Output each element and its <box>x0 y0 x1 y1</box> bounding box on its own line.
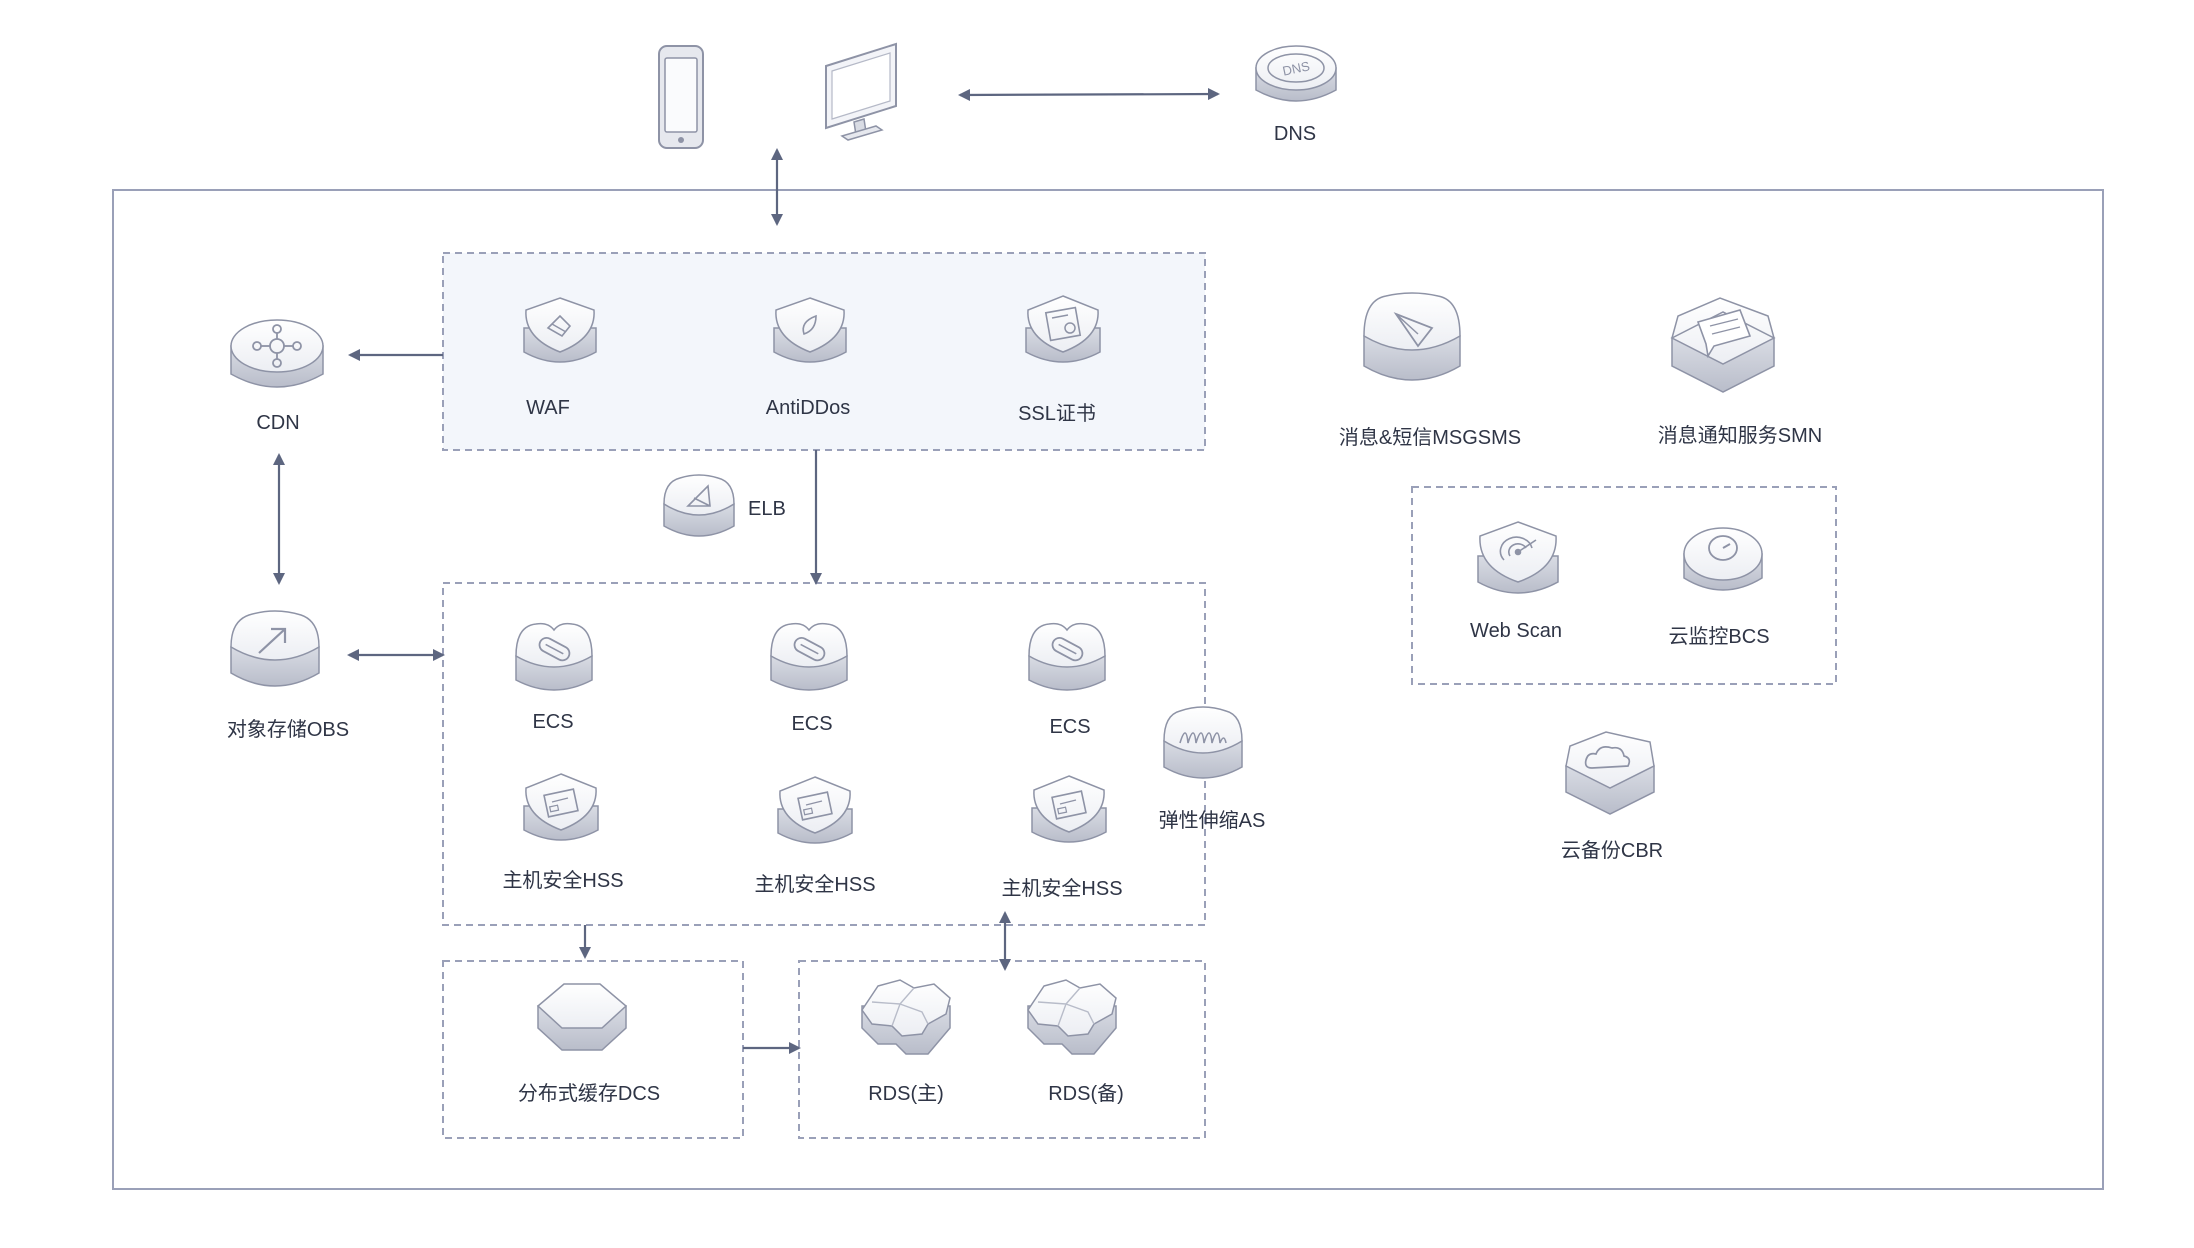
rds-icon[interactable] <box>1024 978 1120 1058</box>
dns-label: DNS <box>1273 123 1317 145</box>
connector-clients-dns <box>958 88 1220 101</box>
obs-label: 对象存储OBS <box>226 719 350 741</box>
cbr-icon[interactable] <box>1562 728 1658 816</box>
dns-icon[interactable]: DNS <box>1252 38 1340 114</box>
ops-security-group <box>1411 486 1837 685</box>
elb-icon[interactable] <box>660 472 738 546</box>
database-group <box>798 960 1206 1139</box>
hss-label-2: 主机安全HSS <box>754 874 876 896</box>
ecs-label-2: ECS <box>791 713 833 735</box>
monitor-icon <box>820 40 904 144</box>
rds-primary-label: RDS(主) <box>868 1083 944 1105</box>
ssl-certificate-label: SSL证书 <box>1018 403 1096 425</box>
smn-icon[interactable] <box>1668 292 1778 396</box>
cdn-label: CDN <box>256 412 300 434</box>
cloud-monitor-icon[interactable] <box>1680 518 1766 602</box>
dcs-icon[interactable] <box>534 980 630 1056</box>
hss-icon[interactable] <box>774 773 856 855</box>
svg-text:DNS: DNS <box>1281 58 1311 78</box>
elb-label: ELB <box>748 498 786 520</box>
autoscaling-icon[interactable] <box>1160 705 1246 789</box>
hss-label-3: 主机安全HSS <box>1001 878 1123 900</box>
ecs-icon[interactable] <box>1025 620 1109 702</box>
ecs-label-3: ECS <box>1049 716 1091 738</box>
webscan-label: Web Scan <box>1470 620 1562 642</box>
cache-group <box>442 960 744 1139</box>
hss-label-1: 主机安全HSS <box>502 870 624 892</box>
smn-label: 消息通知服务SMN <box>1657 425 1823 447</box>
hss-icon[interactable] <box>520 770 602 852</box>
cdn-icon[interactable] <box>227 312 327 402</box>
cbr-label: 云备份CBR <box>1560 840 1664 862</box>
rds-icon[interactable] <box>858 978 954 1058</box>
obs-icon[interactable] <box>227 607 323 701</box>
phone-icon <box>655 42 707 152</box>
msgsms-label: 消息&短信MSGSMS <box>1338 427 1522 449</box>
ecs-icon[interactable] <box>767 620 851 702</box>
msgsms-icon[interactable] <box>1360 292 1464 396</box>
antiddos-icon[interactable] <box>770 294 850 374</box>
ssl-certificate-icon[interactable] <box>1022 292 1104 374</box>
rds-standby-label: RDS(备) <box>1048 1083 1124 1105</box>
autoscaling-label: 弹性伸缩AS <box>1158 810 1266 832</box>
waf-label: WAF <box>526 397 570 419</box>
waf-icon[interactable] <box>520 294 600 374</box>
cloud-monitor-label: 云监控BCS <box>1668 626 1770 648</box>
cloud-boundary-frame <box>112 189 2104 1190</box>
ecs-icon[interactable] <box>512 620 596 702</box>
antiddos-label: AntiDDos <box>765 397 851 419</box>
webscan-icon[interactable] <box>1474 518 1562 606</box>
ecs-label-1: ECS <box>532 711 574 733</box>
hss-icon[interactable] <box>1028 772 1110 854</box>
dcs-label: 分布式缓存DCS <box>517 1083 661 1105</box>
